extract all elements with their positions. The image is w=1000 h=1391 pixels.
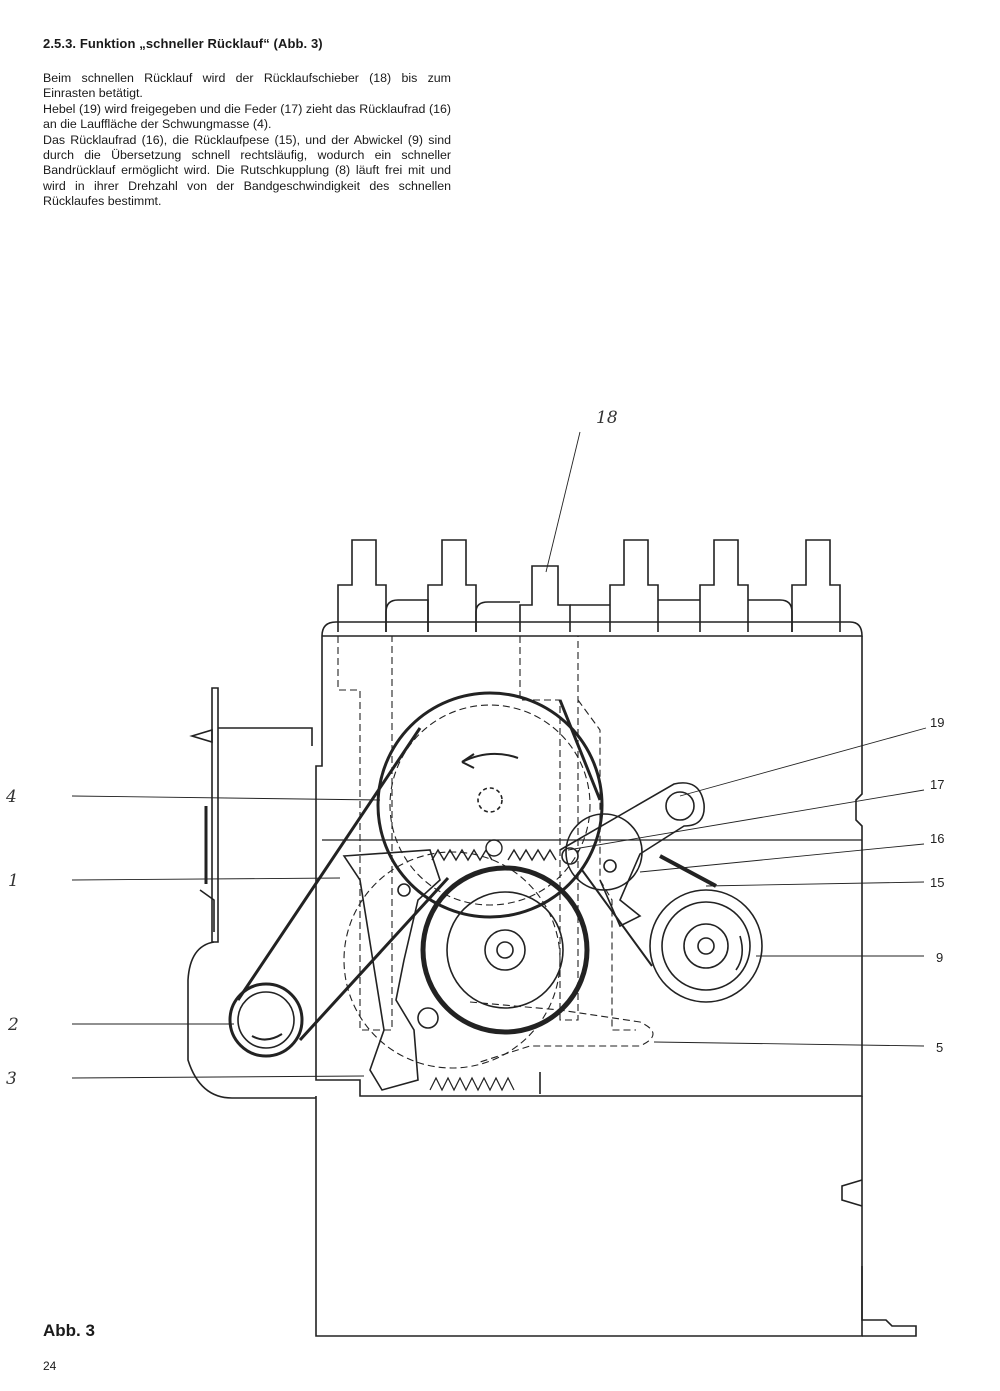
chassis <box>187 621 917 1337</box>
paragraph-2: Hebel (19) wird freigegeben und die Fede… <box>43 101 451 132</box>
leader-lines <box>71 431 927 1079</box>
section-heading: 2.5.3. Funktion „schneller Rücklauf“ (Ab… <box>43 36 323 51</box>
label-9: 9 <box>936 950 943 965</box>
latch <box>342 849 541 1094</box>
body-text: Beim schnellen Rücklauf wird der Rücklau… <box>43 71 451 210</box>
label-1: 1 <box>8 871 19 891</box>
label-4: 4 <box>5 787 17 807</box>
label-19: 19 <box>930 715 944 730</box>
slider-buttons <box>337 539 841 632</box>
label-17: 17 <box>930 777 944 792</box>
figure-caption: Abb. 3 <box>43 1321 95 1340</box>
return-wheel <box>561 813 717 967</box>
hidden-lines <box>337 636 654 1069</box>
belt <box>236 699 602 1042</box>
label-3: 3 <box>6 1069 17 1089</box>
flywheel <box>376 691 604 919</box>
page-number: 24 <box>43 1359 57 1373</box>
label-16: 16 <box>930 831 944 846</box>
paragraph-3: Das Rücklaufrad (16), die Rücklaufpese (… <box>43 132 451 209</box>
paragraph-1: Beim schnellen Rücklauf wird der Rücklau… <box>43 71 451 101</box>
label-2: 2 <box>7 1015 19 1035</box>
label-18: 18 <box>596 408 618 428</box>
lever <box>559 782 705 928</box>
label-5: 5 <box>936 1040 943 1055</box>
supply-reel <box>649 889 763 1003</box>
takeup-wheel <box>420 865 590 1035</box>
capstan <box>228 982 304 1058</box>
spring <box>431 839 557 862</box>
label-15: 15 <box>930 875 944 890</box>
